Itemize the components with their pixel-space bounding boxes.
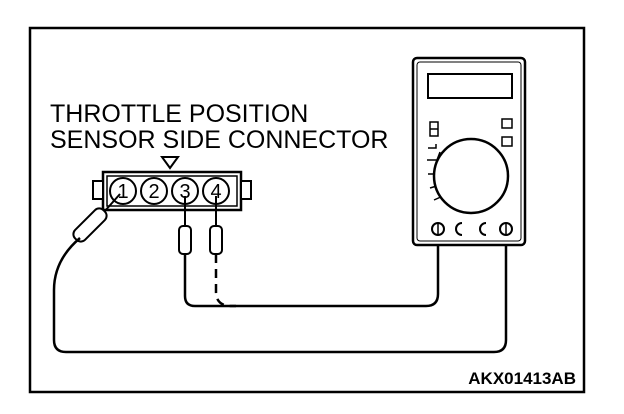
connector-title-line-2: SENSOR SIDE CONNECTOR [50, 126, 388, 154]
connector-inner-rail [106, 175, 238, 207]
figure-reference-code: AKX01413AB [468, 369, 576, 388]
pin-1-label: 1 [117, 181, 128, 203]
pin-2-circle [140, 177, 168, 205]
multimeter-switch-right-top [501, 118, 513, 129]
connector-title-line-1: THROTTLE POSITION [50, 100, 308, 128]
multimeter-terminals [431, 222, 513, 236]
test-lead-pin-4-dashed [214, 254, 236, 308]
pin-2-label: 2 [148, 181, 159, 203]
multimeter-display [427, 73, 513, 99]
pin-3-label: 3 [179, 181, 190, 203]
multimeter-dial [432, 137, 510, 215]
multimeter-switch-right-bottom [501, 136, 513, 147]
connector-right-tab [240, 180, 252, 200]
multimeter-body-inner [416, 61, 522, 242]
connector-left-tab [92, 180, 104, 200]
test-lead-pin-1 [52, 232, 508, 354]
connector-lock-triangle-icon [160, 156, 180, 170]
terminal-3-icon [479, 222, 487, 236]
multimeter [411, 56, 527, 247]
throttle-position-sensor-connector: 1 2 3 4 [92, 156, 252, 212]
probe-pin-1 [72, 193, 121, 243]
test-lead-pin-3 [183, 232, 440, 308]
pin-4-label: 4 [210, 181, 221, 203]
terminal-2-icon [455, 222, 463, 236]
diagram-frame [28, 26, 586, 394]
